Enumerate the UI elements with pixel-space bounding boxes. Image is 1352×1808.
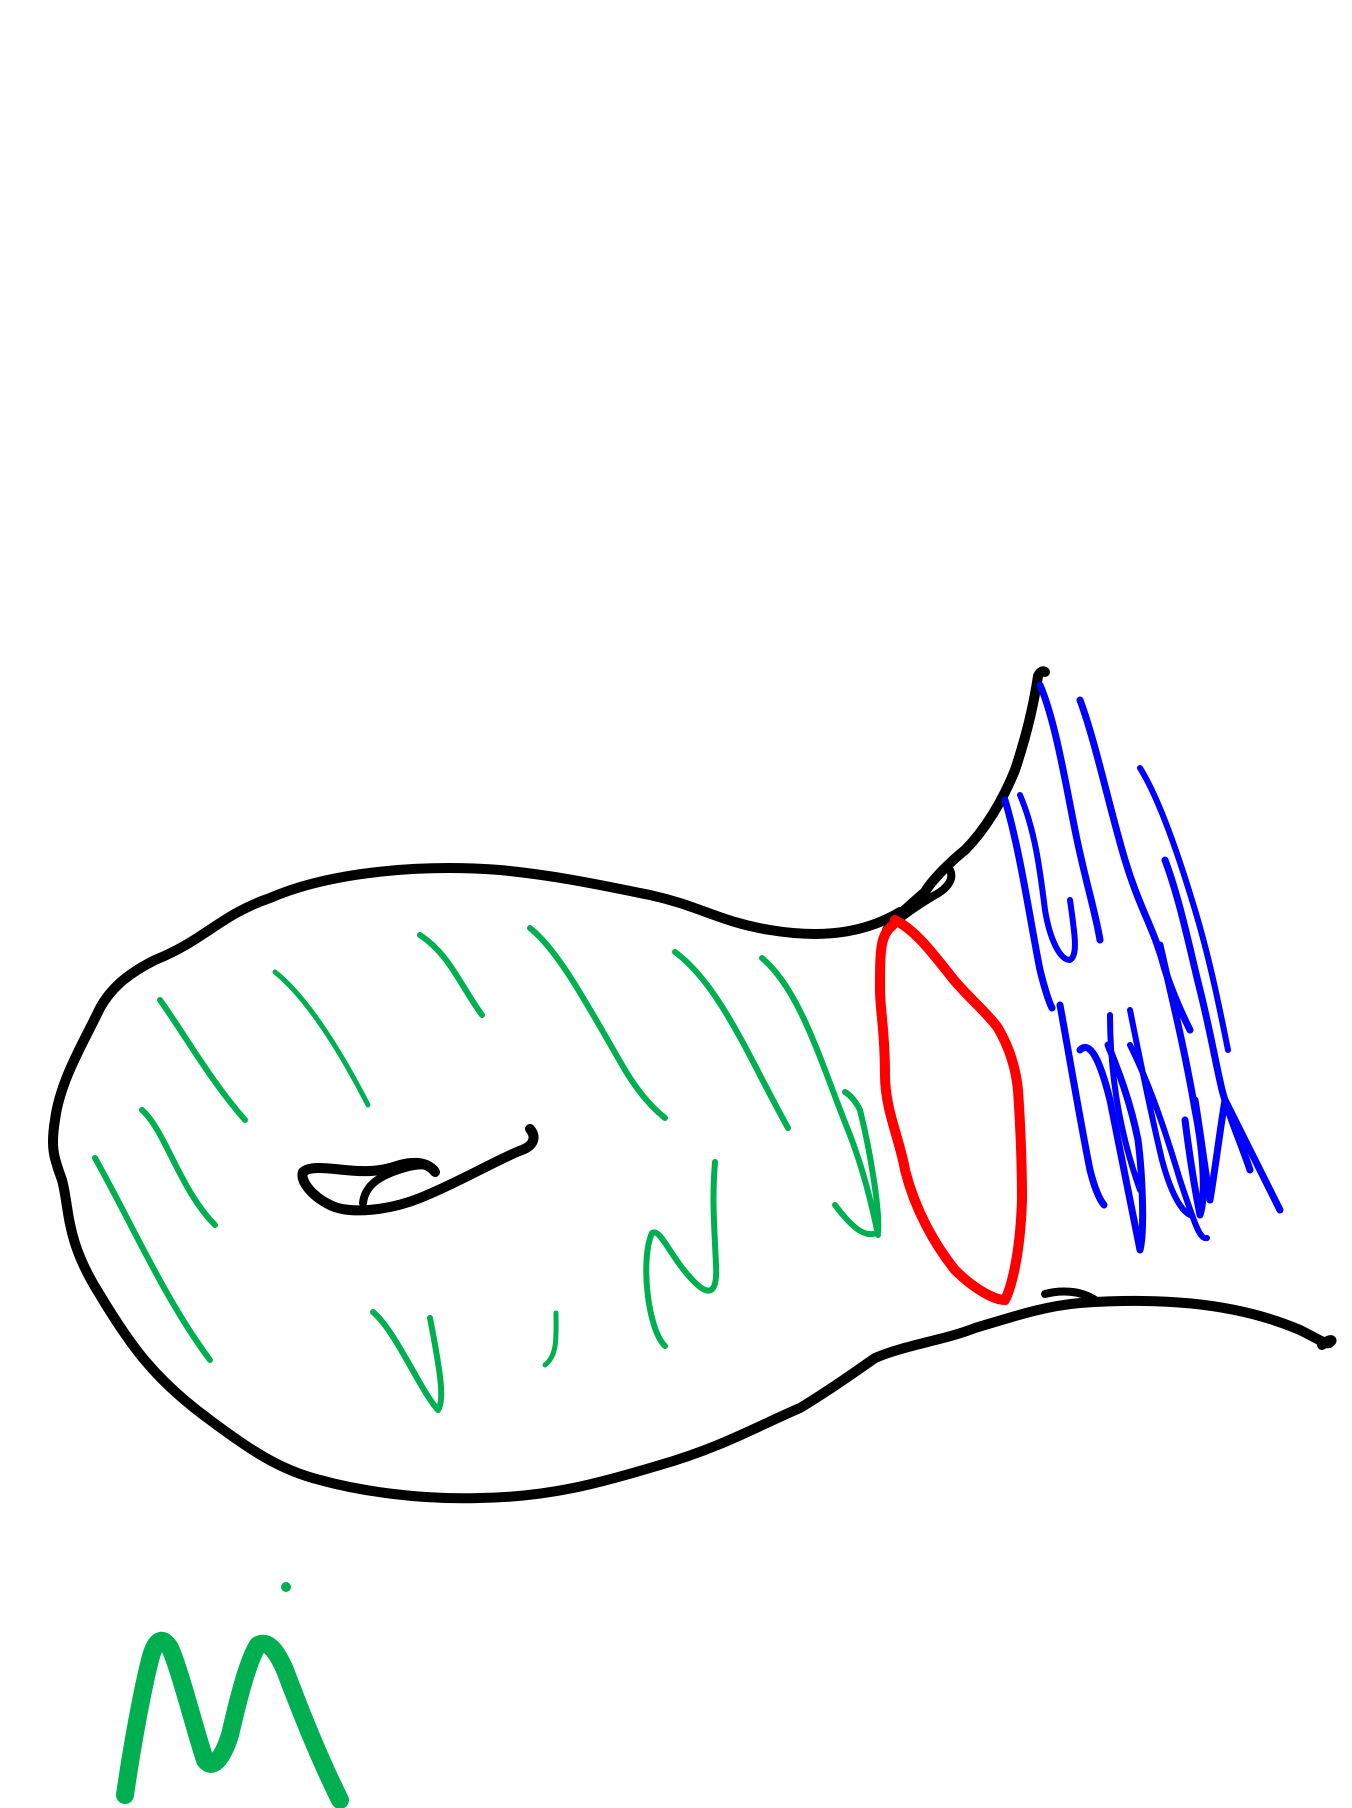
- hatch-stroke: [762, 958, 878, 1235]
- scribble-stroke: [1060, 1005, 1104, 1205]
- red-ring-path: [880, 920, 1022, 1300]
- body-bottom-notch: [1045, 1292, 1095, 1300]
- scribble-stroke: [1020, 795, 1075, 960]
- hatch-stroke: [646, 1162, 716, 1346]
- hatch-stroke: [142, 1110, 215, 1225]
- down-arrow-icon: [388, 38, 500, 712]
- handwritten-mi-label: [125, 1582, 340, 1800]
- letter-i-dot: [281, 1582, 291, 1592]
- hatch-stroke: [530, 928, 665, 1118]
- hatch-stroke: [275, 972, 368, 1105]
- hatch-stroke: [420, 935, 482, 1015]
- arrow-shaft: [436, 38, 447, 682]
- hatch-stroke: [373, 1312, 441, 1410]
- hatch-stroke: [675, 952, 788, 1128]
- scribble-stroke: [1080, 700, 1190, 1030]
- eye-curl: [302, 1129, 533, 1210]
- red-ring: [880, 920, 1022, 1300]
- letter-m-stroke: [125, 1641, 340, 1800]
- arrow-head: [388, 646, 500, 712]
- eye-mark: [302, 1129, 533, 1210]
- blue-scribble: [1005, 685, 1280, 1250]
- hatch-stroke: [160, 1000, 245, 1120]
- scribble-stroke: [1195, 1100, 1280, 1210]
- hatch-stroke: [95, 1158, 210, 1360]
- hatch-stroke: [545, 1313, 556, 1365]
- scribble-stroke: [1140, 768, 1228, 1050]
